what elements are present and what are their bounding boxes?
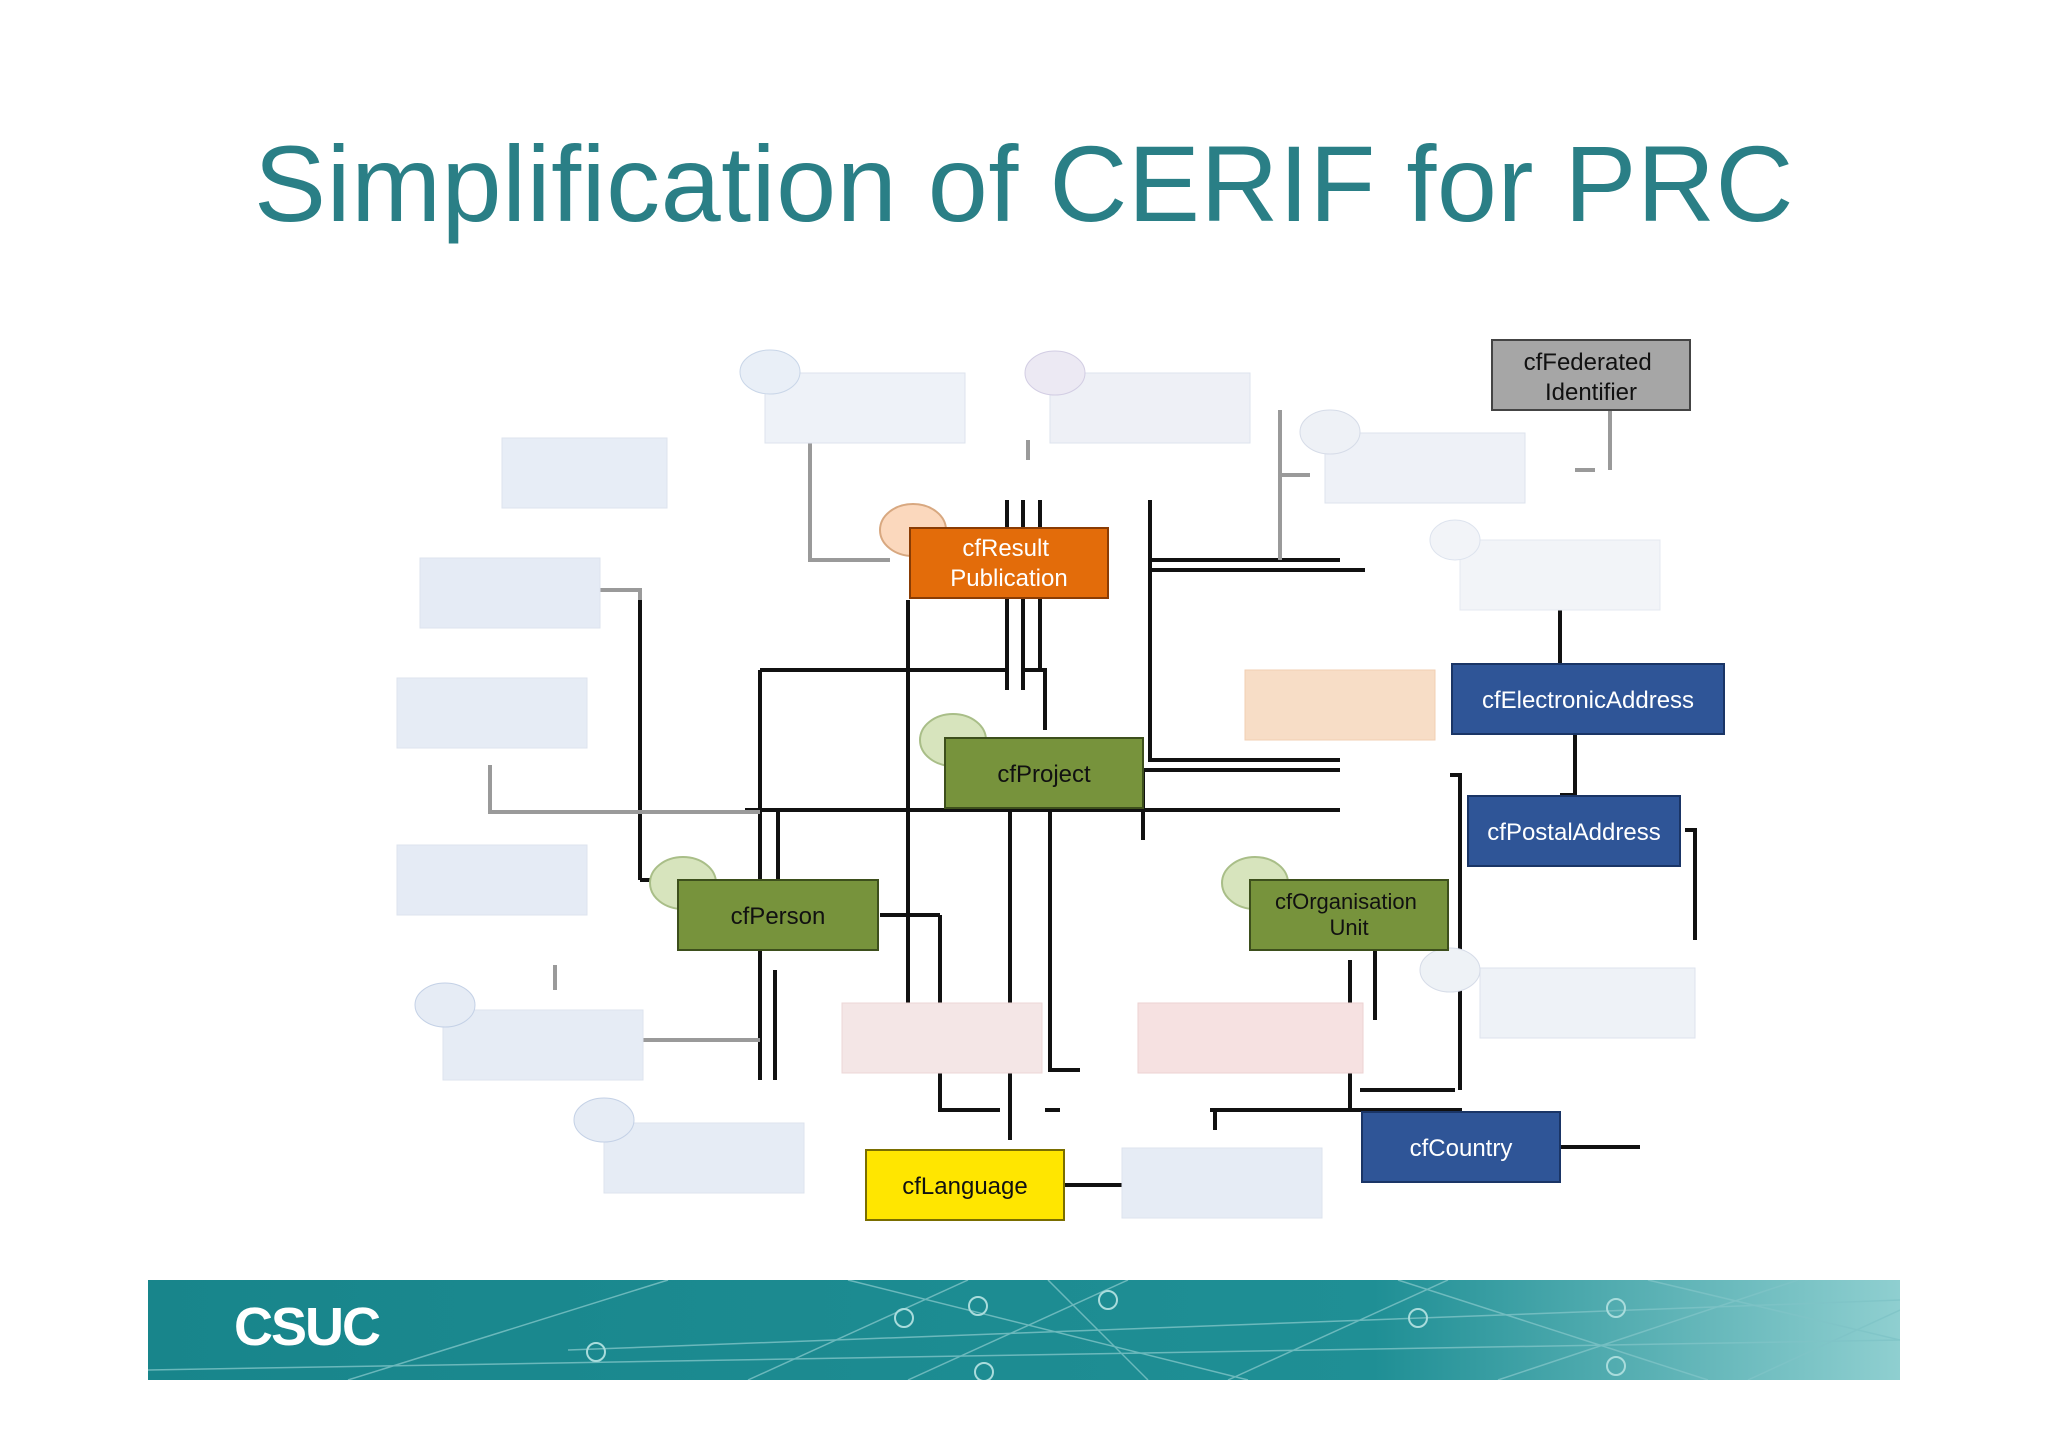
faded-bubble [1429, 519, 1481, 561]
language-label: cfLanguage [902, 1173, 1027, 1200]
organisation-unit-line-2: Unit [1329, 915, 1368, 940]
federated-identifier-line-2: Identifier [1545, 379, 1637, 406]
postal-address-box [1467, 795, 1681, 867]
faded-bubble [739, 349, 801, 395]
faded-entity [396, 677, 588, 749]
entity-person: cfPerson [677, 879, 879, 951]
faded-bubbles [414, 349, 1481, 1143]
federated-identifier-box [1491, 339, 1691, 411]
connector-line [880, 780, 1080, 1112]
country-box [1361, 1111, 1561, 1183]
footer-network-lines [148, 1280, 1900, 1380]
connector-line [638, 600, 680, 882]
faded-entity [501, 437, 668, 509]
organisation-unit-label: cfOrganisation Unit [1275, 889, 1423, 940]
person-box [677, 879, 879, 951]
connector-line [1148, 500, 1365, 762]
faded-entity [419, 557, 601, 629]
person-label: cfPerson [731, 903, 826, 930]
faded-bubble [573, 1097, 635, 1143]
faded-bubble [1024, 350, 1086, 396]
result-publication-box [909, 527, 1109, 599]
faint-connector-line [1278, 410, 1310, 560]
entity-language: cfLanguage [865, 1149, 1065, 1221]
faded-entity [396, 844, 588, 916]
faint-connector-line [553, 965, 760, 1042]
organisation-unit-box [1249, 879, 1449, 951]
connector-line [1060, 1110, 1640, 1187]
footer-network-nodes [586, 1290, 1626, 1380]
entity-postal-address: cfPostalAddress [1467, 795, 1681, 867]
federated-identifier-line-1: cfFederated [1524, 349, 1652, 376]
faded-entity [442, 1009, 644, 1081]
footer-band: CSUC [148, 1280, 1900, 1380]
faint-connector-line [488, 765, 760, 814]
language-box [865, 1149, 1065, 1221]
faded-entity [841, 1002, 1043, 1074]
faded-entity [603, 1122, 805, 1194]
faint-connector-line [1575, 410, 1612, 472]
faded-entity [1479, 967, 1696, 1039]
project-label: cfProject [997, 761, 1091, 788]
electronic-address-label: cfElectronicAddress [1482, 687, 1694, 714]
organisation-unit-line-1: cfOrganisation [1275, 889, 1417, 914]
connector-line [1141, 768, 1340, 840]
result-publication-label: cfResult Publication [950, 535, 1067, 592]
slide-title: Simplification of CERIF for PRC [254, 123, 1794, 244]
entity-federated-identifier: cfFederated Identifier [1491, 339, 1691, 411]
csuc-logo: CSUC [234, 1297, 381, 1357]
faded-entity [1459, 539, 1661, 611]
entity-electronic-address: cfElectronicAddress [1451, 663, 1725, 735]
connector-line [758, 600, 1007, 1080]
faded-bubble [1419, 947, 1481, 993]
entity-result-publication: cfResult Publication [909, 527, 1109, 599]
footer-pattern [148, 1280, 1900, 1380]
entity-organisation-unit: cfOrganisation Unit [1249, 879, 1449, 951]
faded-entities [396, 372, 1696, 1219]
entity-country: cfCountry [1361, 1111, 1561, 1183]
result-publication-line-1: cfResult [962, 535, 1049, 562]
faded-bubble [414, 982, 476, 1028]
result-publication-line-2: Publication [950, 565, 1067, 592]
entity-project: cfProject [944, 737, 1144, 809]
faint-connector-line [808, 440, 1030, 562]
faded-bubble [1299, 409, 1361, 455]
faded-entity [1049, 372, 1251, 444]
federated-identifier-label: cfFederated Identifier [1524, 349, 1659, 406]
faded-entity [1324, 432, 1526, 504]
faded-entity [1121, 1147, 1323, 1219]
faded-entity [764, 372, 966, 444]
postal-address-label: cfPostalAddress [1487, 819, 1660, 846]
project-box [944, 737, 1144, 809]
connector-lines-faint [488, 410, 1612, 1042]
faint-connector-line [600, 588, 642, 600]
faded-entity [1244, 669, 1436, 741]
faded-entity [1137, 1002, 1364, 1074]
electronic-address-box [1451, 663, 1725, 735]
connector-line [1685, 828, 1697, 940]
country-label: cfCountry [1410, 1135, 1513, 1162]
